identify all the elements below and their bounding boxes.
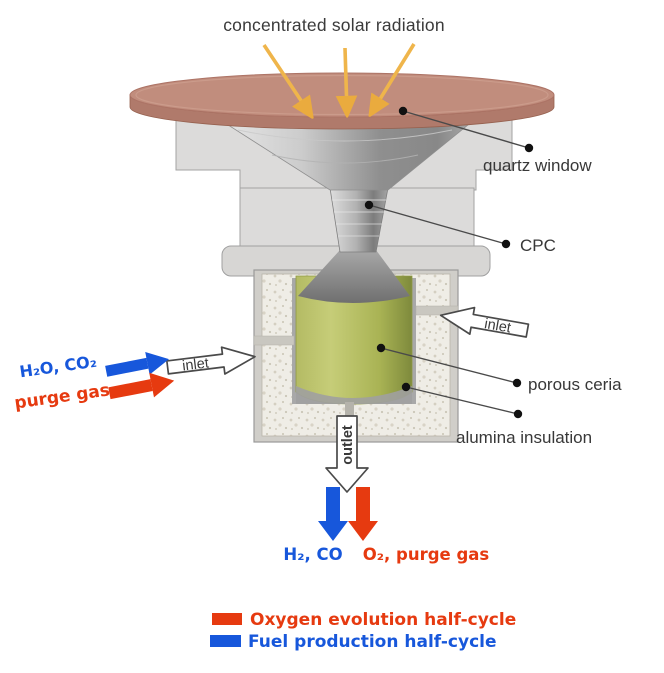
leader-dot	[364, 200, 374, 210]
inlet-right-label: inlet	[483, 316, 512, 336]
oxygen-outlet-arrow	[348, 487, 378, 541]
reactor-cavity	[253, 273, 459, 455]
cavity-floor	[296, 386, 412, 404]
figure-title: concentrated solar radiation	[223, 15, 445, 35]
inlet-reactants-label: H₂O, CO₂	[18, 352, 98, 382]
solar-ray-right	[372, 43, 416, 112]
cpc-label: CPC	[520, 236, 556, 255]
purge-inlet-arrow	[108, 372, 175, 400]
legend-swatch-oxygen	[212, 613, 242, 625]
leader-dot	[501, 239, 511, 249]
flange-top	[129, 72, 555, 118]
leader-dot	[524, 143, 534, 153]
outlet-label: outlet	[340, 425, 356, 465]
leader-dot	[376, 343, 386, 353]
top-flange	[129, 72, 555, 130]
solar-ray-left	[262, 44, 310, 114]
inlet-arrow-right: inlet	[439, 306, 530, 338]
fuel-outlet-arrow	[318, 487, 348, 541]
outlet-arrow: outlet	[325, 415, 369, 493]
legend-label-oxygen: Oxygen evolution half-cycle	[250, 610, 516, 630]
leader-dot	[512, 378, 522, 388]
leader-dot	[401, 382, 411, 392]
outlet-oxygen-label: O₂, purge gas	[363, 545, 490, 564]
leader-dot	[398, 106, 408, 116]
solar-radiation-arrows	[262, 43, 416, 114]
alumina-insulation-label: alumina insulation	[456, 428, 592, 447]
legend-label-fuel: Fuel production half-cycle	[248, 632, 497, 652]
inlet-left-label: inlet	[181, 355, 209, 374]
inlet-purge-label: purge gas	[13, 380, 111, 413]
quartz-window-label: quartz window	[483, 156, 592, 175]
callout-leaders	[364, 106, 534, 419]
leader-dot	[513, 409, 523, 419]
outlet-fuel-label: H₂, CO	[283, 545, 342, 564]
aperture-cone	[298, 250, 410, 303]
legend: Oxygen evolution half-cycle Fuel product…	[210, 610, 516, 652]
porous-ceria-label: porous ceria	[528, 375, 622, 394]
cpc-assembly	[298, 187, 410, 303]
legend-swatch-fuel	[210, 635, 241, 647]
reactants-inlet-arrow	[105, 351, 170, 377]
inlet-channel-left	[253, 335, 295, 346]
inlet-arrow-left: inlet	[166, 346, 256, 375]
solar-ray-center	[345, 47, 347, 112]
